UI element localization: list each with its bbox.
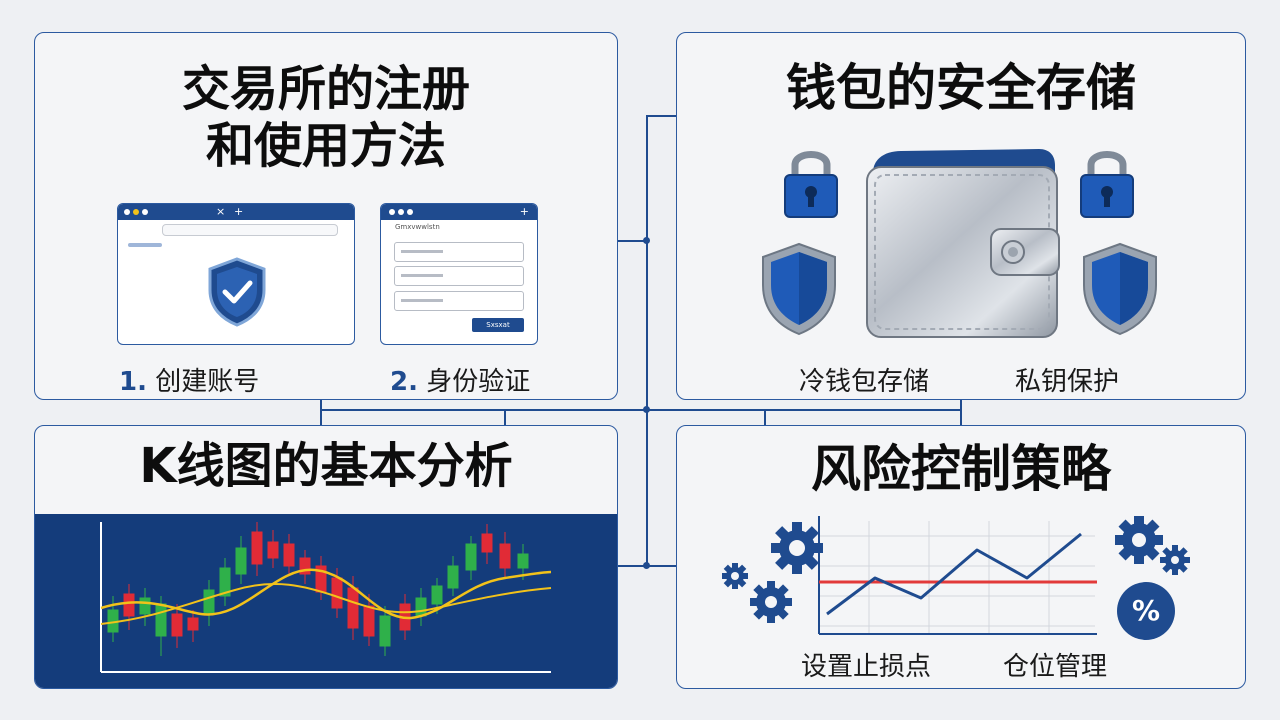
window-dot-icon	[124, 209, 130, 215]
percent-symbol: %	[1131, 594, 1161, 627]
panel-kline-title: K线图的基本分析	[139, 438, 513, 494]
new-tab-icon: +	[234, 205, 244, 218]
submit-button: Sxsxat	[472, 318, 524, 332]
form-field	[394, 266, 524, 286]
private-key-label: 私钥保护	[1015, 367, 1120, 397]
candle-bear	[123, 584, 135, 630]
step-number: 1.	[119, 367, 147, 397]
connector-mid-right-drop	[960, 400, 962, 426]
price-trend-line	[826, 532, 1082, 616]
panel-wallet-title: 钱包的安全存储	[786, 59, 1136, 117]
candle-bear	[499, 532, 511, 578]
window-dot-icon	[389, 209, 395, 215]
window-dot-icon	[407, 209, 413, 215]
panel-kline: K线图的基本分析	[34, 425, 618, 689]
browser-window-mockup: × +	[117, 203, 355, 345]
moving-average-line	[100, 568, 552, 620]
candle-bear	[299, 550, 311, 584]
connector-bottom-right	[646, 565, 676, 567]
panel-exchange-title: 交易所的注册 和使用方法	[35, 61, 617, 174]
candle-bull	[203, 580, 215, 626]
wallet-icon	[866, 149, 1060, 338]
stop-loss-label: 设置止损点	[801, 652, 932, 682]
shield-icon	[762, 242, 836, 336]
connector-bottom-left	[618, 565, 648, 567]
candle-bear	[283, 534, 295, 576]
page-line	[128, 243, 162, 247]
window-dot-icon	[133, 209, 139, 215]
candle-bull	[379, 606, 391, 656]
window-dot-icon	[142, 209, 148, 215]
risk-line-chart	[818, 516, 1097, 635]
position-mgmt-label: 仓位管理	[1003, 652, 1108, 682]
connector-top-right	[646, 115, 676, 117]
moving-average-line	[100, 582, 552, 625]
candlestick-chart	[35, 514, 617, 688]
step-1-label: 1. 创建账号	[119, 361, 259, 398]
connector-trunk	[646, 115, 648, 567]
connector-mid	[320, 409, 960, 411]
form-caption: Gmxvwwlstn	[395, 223, 440, 231]
step-text: 创建账号	[155, 367, 260, 397]
candle-bear	[171, 604, 183, 648]
candle-bull	[235, 536, 247, 584]
signup-form-mockup: + Gmxvwwlstn Sxsxat	[380, 203, 538, 345]
cold-wallet-label: 冷钱包存储	[799, 367, 930, 397]
candle-bear	[251, 522, 263, 576]
step-text: 身份验证	[426, 367, 531, 397]
title-line-1: 交易所的注册	[181, 61, 470, 117]
candle-bull	[219, 558, 231, 606]
connector-top-left	[618, 240, 648, 242]
step-number: 2.	[390, 367, 418, 397]
candle-bear	[267, 530, 279, 568]
padlock-icon	[784, 151, 838, 218]
candle-bull	[517, 544, 529, 580]
candle-bull	[139, 588, 151, 626]
connector-stub-left	[504, 409, 506, 425]
candle-bull	[465, 536, 477, 580]
panel-exchange: 交易所的注册 和使用方法 × + + Gmxvwwlstn Sx	[34, 32, 618, 400]
title-line-2: 和使用方法	[205, 117, 446, 174]
shield-check-icon	[208, 257, 266, 327]
browser-titlebar: +	[381, 204, 537, 220]
gear-icon	[1115, 516, 1190, 575]
connector-node	[643, 562, 650, 569]
panel-risk: 风险控制策略	[676, 425, 1246, 689]
candle-bull	[447, 556, 459, 596]
browser-titlebar: × +	[118, 204, 354, 220]
step-2-label: 2. 身份验证	[390, 361, 530, 398]
candle-bear	[187, 610, 199, 642]
padlock-icon	[1080, 151, 1134, 218]
candle-bear	[481, 524, 493, 564]
panel-wallet: 钱包的安全存储	[676, 32, 1246, 400]
candles	[107, 522, 529, 656]
connector-stub-right	[764, 409, 766, 425]
tab-close-icon: ×	[216, 205, 226, 218]
form-field	[394, 291, 524, 311]
panel-risk-title: 风险控制策略	[811, 440, 1111, 498]
window-dot-icon	[398, 209, 404, 215]
form-field	[394, 242, 524, 262]
percent-icon: %	[1117, 582, 1175, 640]
connector-node	[643, 237, 650, 244]
candle-bull	[415, 588, 427, 626]
shield-icon	[1083, 242, 1157, 336]
connector-mid-left-drop	[320, 400, 322, 426]
candlestick-svg	[100, 522, 552, 673]
connector-node	[643, 406, 650, 413]
address-bar	[162, 224, 338, 236]
new-tab-icon: +	[519, 205, 529, 218]
